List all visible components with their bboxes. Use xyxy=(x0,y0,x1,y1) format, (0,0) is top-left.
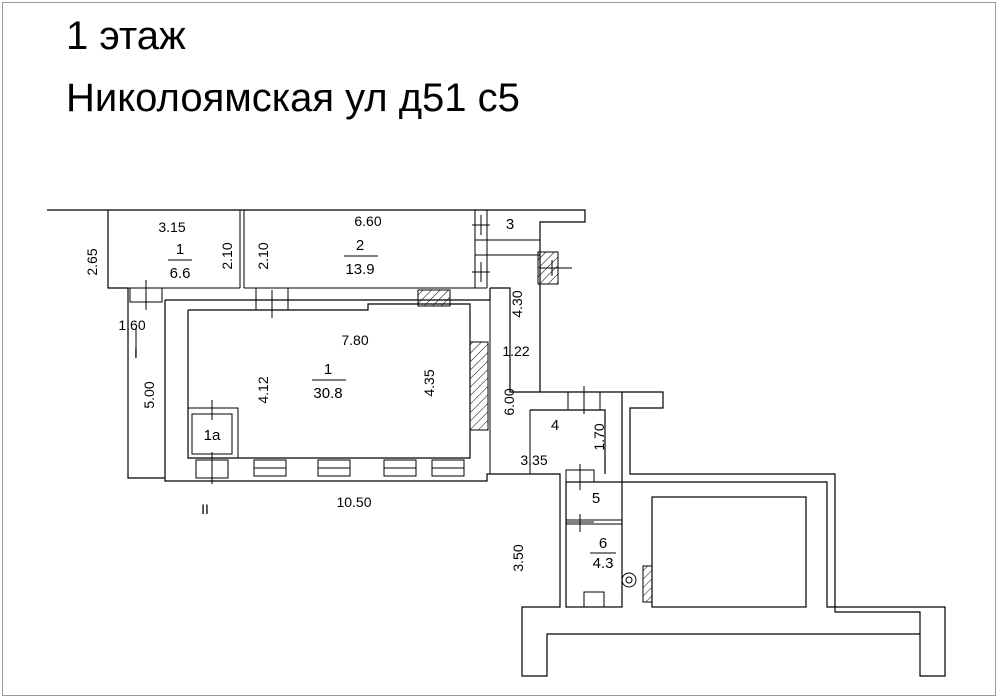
windows xyxy=(253,459,465,477)
room-main-number: 1 xyxy=(324,361,332,378)
dim-160: 1.60 xyxy=(118,317,145,333)
dim-210a: 2.10 xyxy=(219,242,235,269)
dim-122: 1.22 xyxy=(502,343,529,359)
room-6-area: 4.3 xyxy=(593,555,614,572)
section-marker-2: II xyxy=(201,501,209,517)
dim-435: 4.35 xyxy=(421,369,437,396)
room-5-number: 5 xyxy=(592,490,600,507)
dim-350: 3.50 xyxy=(510,544,526,571)
dim-660: 6.60 xyxy=(354,213,381,229)
dim-335: 3.35 xyxy=(520,452,547,468)
section-marker-1: I xyxy=(134,345,138,361)
room-2-area: 13.9 xyxy=(345,261,374,278)
room-6-number: 6 xyxy=(599,535,607,552)
dim-170: 1.70 xyxy=(591,423,607,450)
room-1a-number: 1а xyxy=(204,427,221,444)
dim-430: 4.30 xyxy=(509,290,525,317)
address-title: Николоямская ул д51 с5 xyxy=(66,76,520,120)
dim-315: 3.15 xyxy=(158,219,185,235)
dim-600: 6.00 xyxy=(501,388,517,415)
dimension-labels: 3.15 6.60 2.65 2.10 2.10 4.30 1.60 7.80 … xyxy=(84,213,607,572)
dim-780: 7.80 xyxy=(341,332,368,348)
dim-1050: 10.50 xyxy=(336,494,371,510)
dim-412: 4.12 xyxy=(255,376,271,403)
room-1-area: 6.6 xyxy=(170,265,191,282)
floor-title: 1 этаж xyxy=(66,14,186,58)
room-1-number: 1 xyxy=(176,241,184,258)
room-4-number: 4 xyxy=(551,417,559,434)
room-labels: 1 6.6 2 13.9 3 1 30.8 1а 4 5 6 4.3 xyxy=(168,216,616,572)
doors xyxy=(129,215,601,532)
room-main-area: 30.8 xyxy=(313,385,342,402)
dim-265: 2.65 xyxy=(84,248,100,275)
right-block xyxy=(651,496,807,608)
room-2-number: 2 xyxy=(356,237,364,254)
room-4-walls xyxy=(490,287,606,474)
hatched-walls xyxy=(417,251,559,431)
dim-210b: 2.10 xyxy=(255,242,271,269)
rooms-5-6-walls xyxy=(565,481,653,608)
dim-500: 5.00 xyxy=(141,381,157,408)
main-hall xyxy=(164,288,491,478)
room-3-number: 3 xyxy=(506,216,514,233)
